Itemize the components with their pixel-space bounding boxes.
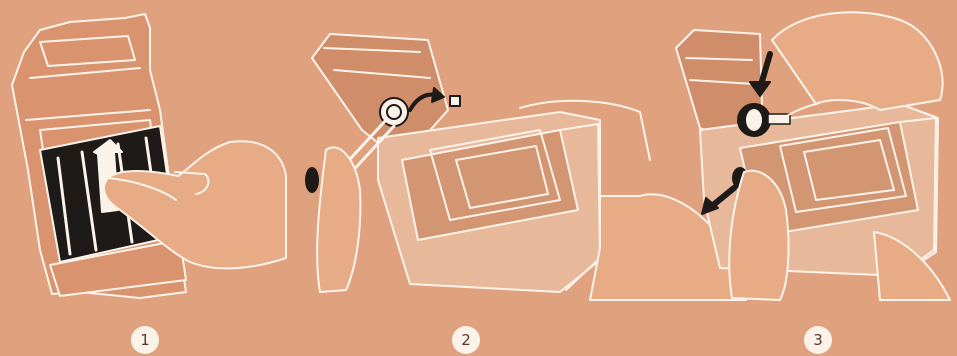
panel-1-illustration [12, 14, 286, 298]
step-2-badge: 2 [452, 326, 480, 354]
panel-2-illustration [306, 34, 747, 300]
panel-3-illustration [676, 12, 950, 300]
step-1-badge: 1 [131, 326, 159, 354]
step-3-badge: 3 [804, 326, 832, 354]
